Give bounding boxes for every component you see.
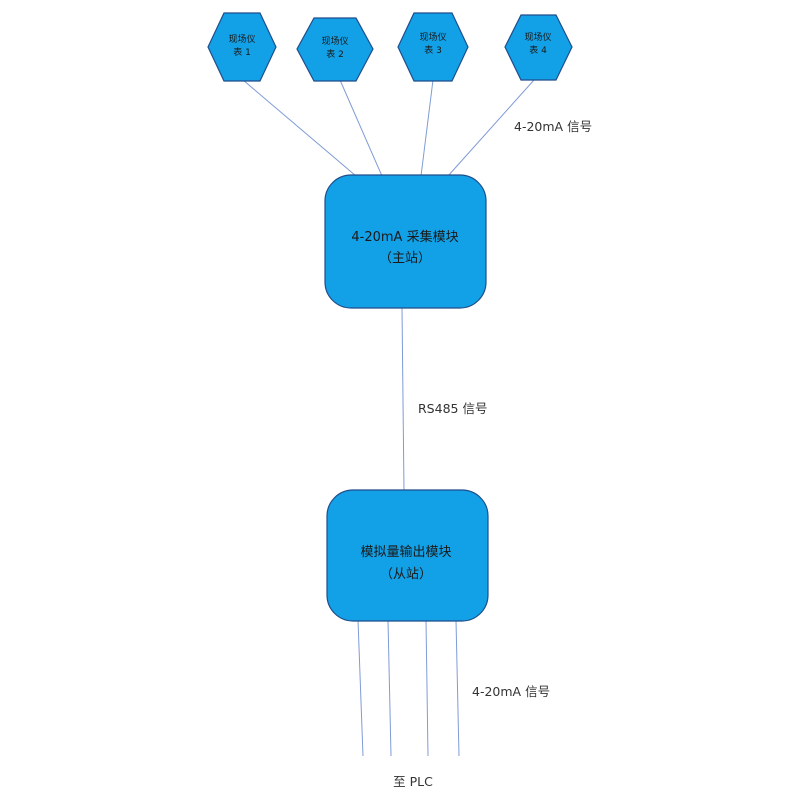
slave-module-role: （从站） <box>380 567 432 582</box>
connector-rs485 <box>401 307 405 493</box>
instrument-1: 现场仪 表 1 <box>207 12 277 82</box>
connector-instrument-2 <box>339 79 383 177</box>
signal-label-middle: RS485 信号 <box>418 401 487 416</box>
destination-label: 至 PLC <box>393 774 433 789</box>
instrument-3-hexagon <box>397 12 469 82</box>
output-connectors <box>357 619 460 757</box>
signal-label-top: 4-20mA 信号 <box>514 119 592 134</box>
output-line-1 <box>357 619 364 757</box>
instrument-2-label-line2: 表 2 <box>326 48 344 60</box>
slave-module: 模拟量输出模块 （从站） <box>326 489 489 622</box>
instrument-4-label-line1: 现场仪 <box>524 32 551 43</box>
slave-module-box <box>326 489 489 622</box>
output-line-3 <box>425 619 429 757</box>
connector-instrument-3 <box>420 79 434 177</box>
instrument-1-label-line1: 现场仪 <box>228 34 255 45</box>
slave-module-title: 模拟量输出模块 <box>360 544 451 560</box>
master-module-role: （主站） <box>379 251 431 266</box>
instrument-connectors <box>242 79 535 177</box>
connector-instrument-4 <box>447 79 535 177</box>
instrument-4: 现场仪 表 4 <box>504 14 573 81</box>
instrument-4-hexagon <box>504 14 573 81</box>
instrument-3-label-line1: 现场仪 <box>419 32 446 43</box>
output-line-2 <box>387 619 392 757</box>
output-line-4 <box>455 619 460 757</box>
instrument-2-label-line1: 现场仪 <box>321 36 348 47</box>
instrument-1-hexagon <box>207 12 277 82</box>
instrument-3: 现场仪 表 3 <box>397 12 469 82</box>
instrument-3-label-line2: 表 3 <box>424 44 442 56</box>
instrument-2: 现场仪 表 2 <box>296 17 374 82</box>
connector-instrument-1 <box>242 79 357 177</box>
instrument-1-label-line2: 表 1 <box>233 46 251 58</box>
instrument-2-hexagon <box>296 17 374 82</box>
signal-label-bottom: 4-20mA 信号 <box>472 684 550 699</box>
master-module-title: 4-20mA 采集模块 <box>351 229 458 245</box>
master-module: 4-20mA 采集模块 （主站） <box>324 174 487 309</box>
instrument-4-label-line2: 表 4 <box>529 44 547 56</box>
master-module-box <box>324 174 487 309</box>
